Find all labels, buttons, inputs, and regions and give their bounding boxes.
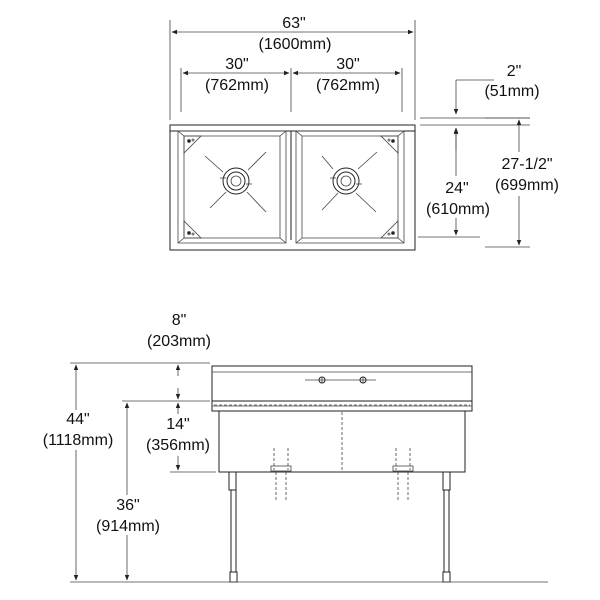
- right-bowl-width-metric: (762mm): [316, 77, 380, 94]
- backsplash-depth-dimension: 2" (51mm): [420, 63, 540, 150]
- overall-width-metric: (1600mm): [259, 36, 332, 53]
- left-bowl-outline: [177, 130, 287, 244]
- backsplash-height-imperial: 8": [172, 312, 187, 329]
- right-bowl-width-imperial: 30": [336, 56, 359, 73]
- faucet-holes-icon: [305, 376, 376, 384]
- overall-height-dimension: 44" (1118mm): [43, 364, 114, 581]
- bowl-height-metric: (356mm): [146, 437, 210, 454]
- right-bowl-width-dimension: 30" (762mm): [292, 56, 403, 112]
- backsplash-height-dimension: 8" (203mm): [147, 312, 211, 400]
- left-bowl-width-imperial: 30": [225, 56, 248, 73]
- backsplash-height-metric: (203mm): [147, 333, 211, 350]
- overall-depth-imperial: 27-1/2": [501, 156, 552, 173]
- backsplash-front: [211, 365, 473, 402]
- left-leg: [228, 471, 238, 583]
- top-view: 63" (1600mm) 30" (762mm) 30" (762mm) 2": [169, 15, 559, 251]
- left-drain-icon: [204, 151, 267, 213]
- bowl-height-dimension: 14" (356mm): [146, 402, 210, 471]
- backsplash-depth-metric: (51mm): [484, 83, 539, 100]
- right-leg: [442, 471, 451, 583]
- bowl-height-imperial: 14": [166, 416, 189, 433]
- overall-height-imperial: 44": [66, 411, 89, 428]
- overall-depth-metric: (699mm): [495, 177, 559, 194]
- right-drain-icon: [321, 151, 378, 213]
- left-drain-hidden-icon: [270, 448, 292, 500]
- bowl-depth-dimension: 24" (610mm): [418, 127, 490, 238]
- corner-details-left: [183, 135, 202, 239]
- sink-outline-top: [169, 124, 416, 251]
- left-bowl-width-metric: (762mm): [205, 77, 269, 94]
- corner-details-right: [380, 135, 399, 239]
- bowl-depth-metric: (610mm): [426, 201, 490, 218]
- left-bowl-width-dimension: 30" (762mm): [180, 56, 292, 112]
- right-bowl-outline: [295, 130, 405, 244]
- rim-height-dimension: 36" (914mm): [96, 402, 160, 581]
- overall-depth-dimension: 27-1/2" (699mm): [485, 117, 559, 248]
- overall-height-metric: (1118mm): [43, 432, 114, 449]
- overall-width-dimension: 63" (1600mm): [169, 15, 416, 120]
- right-drain-hidden-icon: [392, 448, 414, 500]
- rim-height-metric: (914mm): [96, 518, 160, 535]
- overall-width-imperial: 63": [282, 15, 305, 32]
- front-view: 8" (203mm) 14" (356mm) 44" (1118mm) 36" …: [43, 312, 548, 583]
- rim-height-imperial: 36": [116, 497, 139, 514]
- backsplash-depth-imperial: 2": [507, 63, 522, 80]
- bowl-depth-imperial: 24": [445, 180, 468, 197]
